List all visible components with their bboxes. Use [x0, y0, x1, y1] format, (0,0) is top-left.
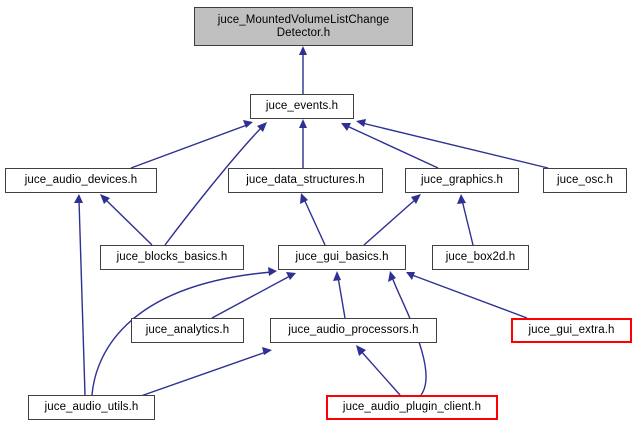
graph-node-events[interactable]: juce_events.h — [250, 94, 354, 119]
arrowhead-osc-to-events — [356, 119, 366, 127]
arrowhead-audio_plugin_client-to-audio_processors — [356, 345, 366, 356]
arrowhead-graphics-to-events — [341, 123, 351, 131]
arrowhead-gui_basics-to-data_structures — [300, 193, 308, 204]
arrowhead-blocks_basics-to-events — [257, 122, 267, 132]
arrowhead-audio_utils-to-audio_devices — [74, 194, 83, 203]
arrowhead-events-to-root — [299, 46, 307, 55]
graph-node-osc[interactable]: juce_osc.h — [543, 168, 627, 193]
edge-box2d-to-graphics — [461, 199, 474, 246]
edge-audio_utils-to-audio_processors — [137, 351, 267, 398]
graph-node-box2d[interactable]: juce_box2d.h — [432, 245, 529, 270]
edge-analytics-to-gui_basics — [211, 275, 291, 319]
graph-node-audio_devices[interactable]: juce_audio_devices.h — [5, 168, 157, 193]
graph-node-gui_basics[interactable]: juce_gui_basics.h — [278, 245, 406, 270]
arrowhead-gui_extra-to-gui_basics — [406, 272, 415, 280]
graph-node-audio_utils[interactable]: juce_audio_utils.h — [28, 395, 155, 420]
graph-node-blocks_basics[interactable]: juce_blocks_basics.h — [100, 245, 244, 270]
edge-blocks_basics-to-events — [164, 126, 263, 246]
edge-gui_basics-to-graphics — [363, 198, 417, 246]
arrowhead-audio_utils-to-gui_basics — [268, 267, 277, 276]
arrowhead-audio_utils-to-audio_processors — [262, 347, 272, 355]
edge-audio_utils-to-gui_basics — [91, 271, 273, 396]
edge-audio_processors-to-gui_basics — [337, 276, 346, 319]
edge-audio_devices-to-events — [130, 124, 248, 169]
arrowhead-gui_basics-to-graphics — [411, 194, 421, 204]
graph-node-analytics[interactable]: juce_analytics.h — [131, 318, 244, 343]
edge-audio_plugin_client-to-audio_processors — [359, 349, 401, 396]
graph-node-root[interactable]: juce_MountedVolumeListChange Detector.h — [194, 7, 413, 46]
arrowhead-blocks_basics-to-audio_devices — [100, 194, 110, 204]
edge-gui_extra-to-gui_basics — [411, 274, 528, 319]
arrowhead-data_structures-to-events — [299, 119, 307, 128]
graph-node-gui_extra[interactable]: juce_gui_extra.h — [511, 318, 632, 343]
edge-blocks_basics-to-audio_devices — [104, 198, 153, 246]
edge-audio_utils-to-audio_devices — [78, 199, 86, 396]
graph-node-audio_plugin_client[interactable]: juce_audio_plugin_client.h — [326, 395, 498, 420]
edge-graphics-to-events — [346, 125, 439, 169]
edge-gui_basics-to-data_structures — [303, 198, 326, 246]
graph-node-data_structures[interactable]: juce_data_structures.h — [228, 168, 383, 193]
arrowhead-audio_plugin_client-to-gui_basics — [388, 271, 396, 282]
edge-osc-to-events — [361, 122, 549, 169]
arrowhead-analytics-to-gui_basics — [286, 272, 296, 280]
graph-node-audio_processors[interactable]: juce_audio_processors.h — [270, 318, 437, 343]
arrowhead-audio_processors-to-gui_basics — [333, 271, 341, 281]
arrowhead-box2d-to-graphics — [457, 194, 466, 204]
graph-node-graphics[interactable]: juce_graphics.h — [405, 168, 519, 193]
arrowhead-audio_devices-to-events — [243, 120, 253, 128]
